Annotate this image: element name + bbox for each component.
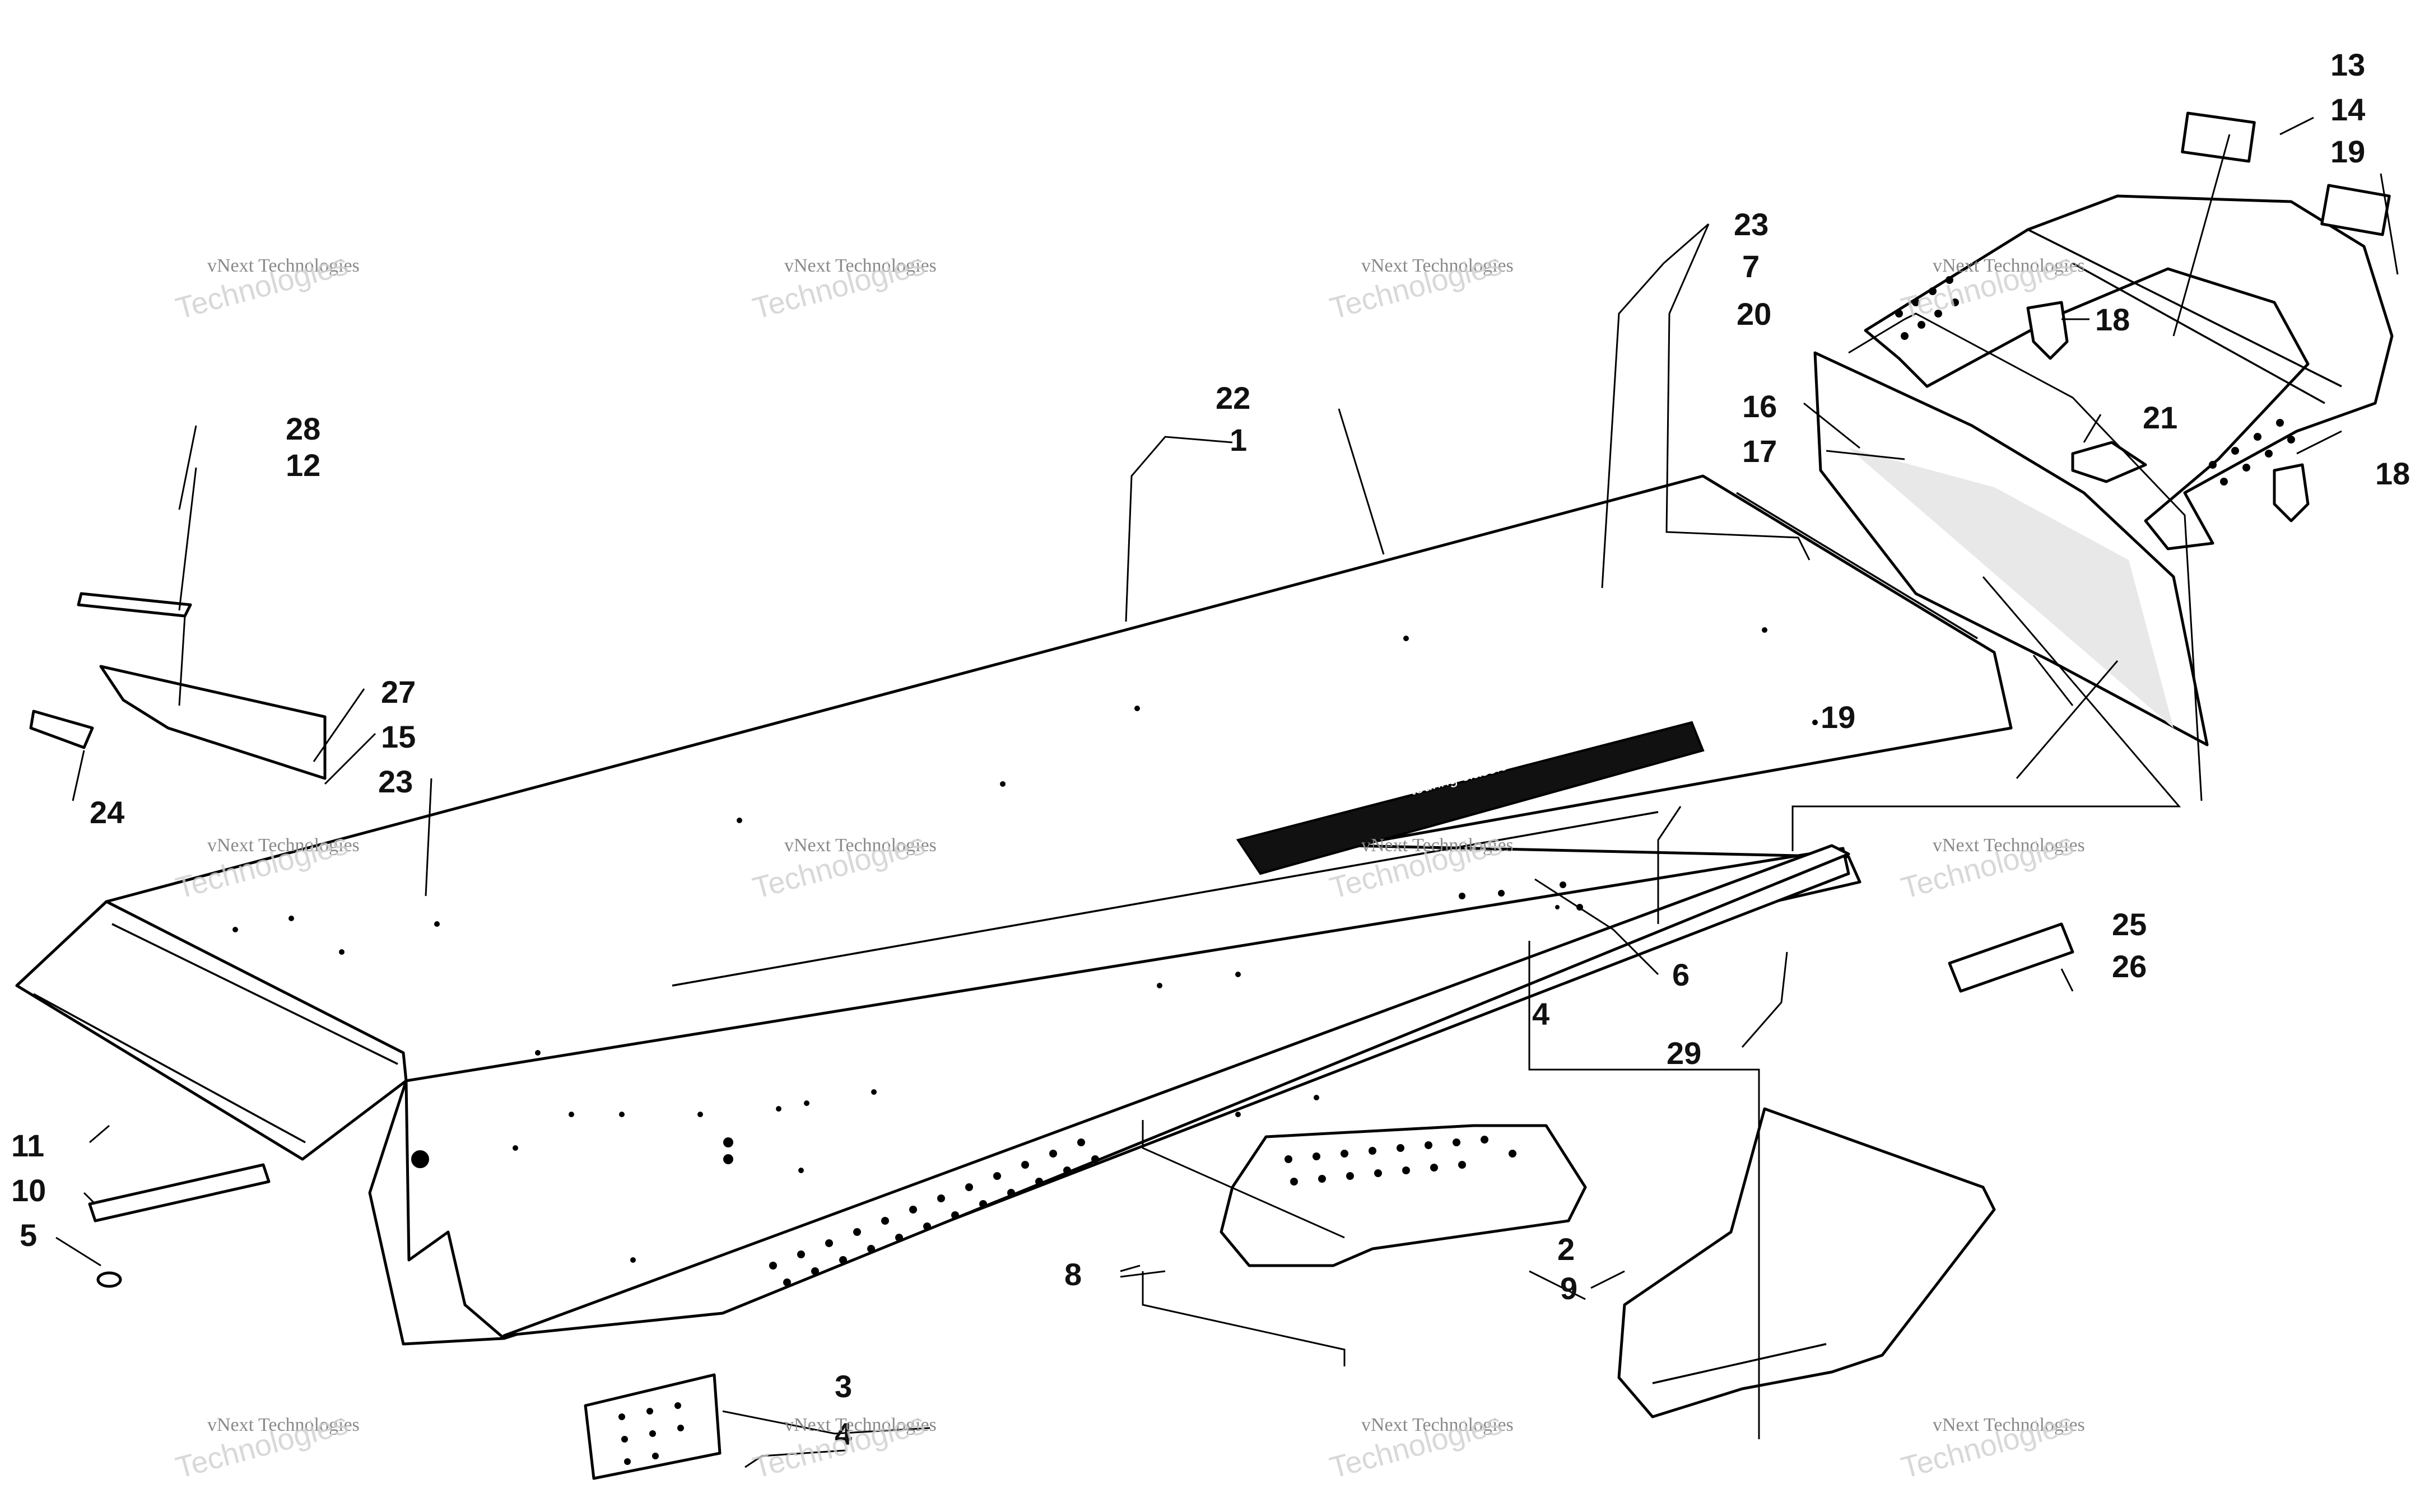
rear-grab-bar (1864, 194, 2394, 550)
watermark: vNext Technologies Technologies (1327, 1407, 1514, 1485)
callout-24: 24 (90, 795, 124, 830)
watermark: vNext Technologies Technologies (173, 1407, 360, 1485)
nut-21 (2071, 441, 2147, 483)
rear-bumper-assembly (1813, 194, 2394, 746)
callout-1: 1 (1230, 422, 1247, 458)
channel-15 (99, 665, 327, 780)
callout-4b: 4 (835, 1416, 852, 1452)
callout-7: 7 (1742, 249, 1760, 284)
svg-text:vNext Technologies: vNext Technologies (784, 835, 937, 856)
callout-16: 16 (1742, 389, 1777, 424)
strip-24 (29, 710, 94, 749)
callout-22: 22 (1216, 380, 1250, 416)
callout-3: 3 (835, 1369, 852, 1404)
svg-text:vNext Technologies: vNext Technologies (207, 1415, 360, 1435)
callout-26: 26 (2112, 949, 2147, 984)
decal-13 (2181, 111, 2256, 163)
callout-10: 10 (11, 1173, 46, 1208)
callout-27: 27 (381, 674, 416, 710)
watermark: vNext Technologies Technologies (1327, 248, 1514, 326)
callout-17: 17 (1742, 433, 1777, 469)
reflector-25 (1948, 922, 2074, 993)
tunnel-assembly: touring classic (15, 474, 2013, 1346)
callout-2: 2 (1557, 1231, 1575, 1267)
leader-lines (55, 116, 2399, 1468)
callout-6: 6 (1672, 957, 1690, 992)
svg-text:vNext Technologies: vNext Technologies (784, 255, 937, 276)
callout-14: 14 (2330, 92, 2365, 127)
callout-11: 11 (11, 1128, 44, 1163)
svg-text:vNext Technologies: vNext Technologies (207, 255, 360, 276)
callout-labels: 1 2 3 4 4 5 6 7 8 9 10 11 12 13 14 15 16… (11, 47, 2410, 1452)
watermark: vNext Technologies Technologies (750, 248, 937, 326)
bracket-2 (1617, 1107, 1996, 1418)
callout-29: 29 (1667, 1035, 1701, 1071)
tunnel-front-flap (15, 900, 408, 1161)
callout-21: 21 (2143, 400, 2177, 435)
footrest-9 (1220, 1124, 1587, 1267)
clip-18b (2273, 463, 2310, 522)
watermark: vNext Technologies Technologies (173, 248, 360, 326)
svg-text:vNext Technologies: vNext Technologies (1361, 835, 1514, 856)
running-board-rail (502, 844, 1850, 1337)
watermark: vNext Technologies Technologies (1898, 1407, 2085, 1485)
callout-5: 5 (20, 1217, 37, 1253)
decal-14 (2320, 184, 2391, 236)
slide-12 (77, 592, 192, 618)
svg-text:vNext Technologies: vNext Technologies (207, 835, 360, 856)
callout-13: 13 (2330, 47, 2365, 82)
bumper-perforations (1895, 276, 2295, 486)
plate-3 (584, 1373, 722, 1480)
callout-8: 8 (1064, 1257, 1082, 1292)
watermark: vNext Technologies Technologies (1898, 827, 2085, 906)
callout-28: 28 (286, 411, 320, 446)
perforation-pattern (769, 1138, 1099, 1286)
footrest-perforations (1285, 1136, 1516, 1186)
svg-text:vNext Technologies: vNext Technologies (1361, 1415, 1514, 1435)
svg-text:vNext Technologies: vNext Technologies (1361, 255, 1514, 276)
callout-9: 9 (1560, 1271, 1577, 1306)
callout-15: 15 (381, 719, 416, 754)
side-decal-strip (1236, 721, 1705, 875)
svg-text:vNext Technologies: vNext Technologies (784, 1415, 937, 1435)
callout-19a: 19 (2330, 134, 2365, 169)
callout-12: 12 (286, 447, 320, 483)
tunnel-holes (232, 627, 1818, 1263)
callout-19b: 19 (1821, 699, 1855, 735)
svg-text:vNext Technologies: vNext Technologies (1933, 255, 2085, 276)
callout-18b: 18 (2375, 456, 2410, 491)
callout-23a: 23 (1734, 207, 1769, 242)
svg-text:vNext Technologies: vNext Technologies (1933, 835, 2085, 856)
callout-23b: 23 (378, 764, 413, 799)
callout-4a: 4 (1532, 996, 1549, 1032)
callout-25: 25 (2112, 907, 2147, 942)
watermark: vNext Technologies Technologies (750, 1407, 937, 1485)
clip-18a (2026, 301, 2069, 360)
bar-10 (88, 1163, 271, 1222)
washer-5 (96, 1271, 122, 1288)
svg-text:vNext Technologies: vNext Technologies (1933, 1415, 2085, 1435)
callout-18a: 18 (2095, 302, 2130, 337)
callout-20: 20 (1737, 296, 1771, 332)
